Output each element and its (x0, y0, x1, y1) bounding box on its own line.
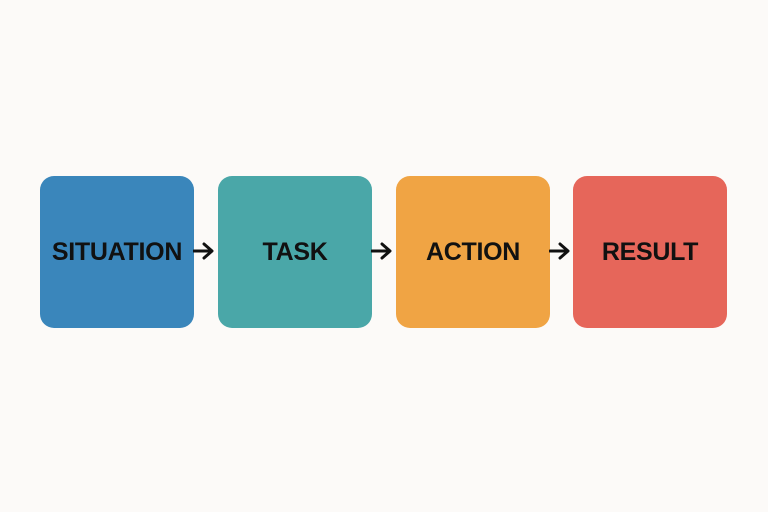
right-arrow-icon (371, 241, 393, 261)
step-situation-label: SITUATION (51, 237, 183, 266)
step-task-label: TASK (262, 237, 328, 266)
right-arrow-icon (193, 241, 215, 261)
step-task: TASK (218, 176, 372, 328)
step-action-label: ACTION (425, 237, 521, 266)
right-arrow-icon (549, 241, 571, 261)
step-result-label: RESULT (601, 237, 699, 266)
step-action: ACTION (396, 176, 550, 328)
step-result: RESULT (573, 176, 727, 328)
step-situation: SITUATION (40, 176, 194, 328)
